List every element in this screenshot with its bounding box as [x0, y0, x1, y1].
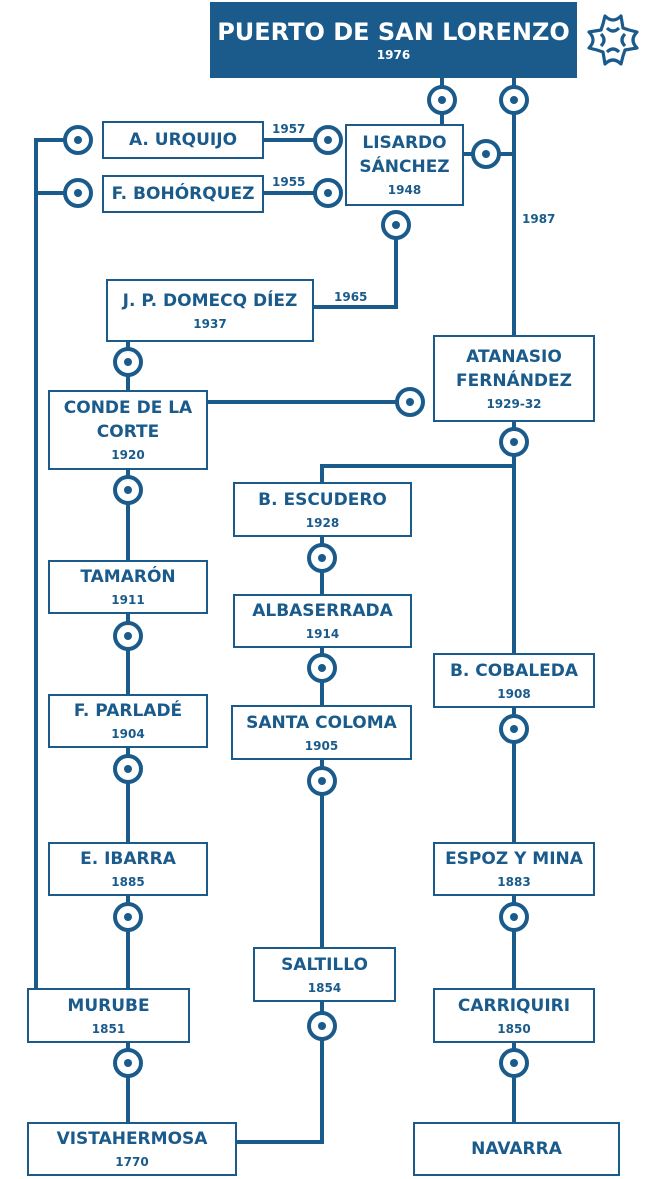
- cross-emblem-icon: [587, 14, 639, 66]
- node-carriquiri: CARRIQUIRI 1850: [433, 988, 595, 1043]
- node-conde: CONDE DE LA CORTE 1920: [48, 390, 208, 470]
- diagram-title-year: 1976: [376, 48, 411, 62]
- link-year-1987: 1987: [520, 212, 558, 226]
- node-espoz: ESPOZ Y MINA 1883: [433, 842, 595, 896]
- node-year: 1911: [111, 593, 145, 607]
- node-coloma: SANTA COLOMA 1905: [231, 705, 412, 760]
- node-year: 1850: [497, 1021, 531, 1036]
- node-year: 1937: [193, 316, 227, 331]
- node-ibarra: E. IBARRA 1885: [48, 842, 208, 896]
- node-year: 1854: [307, 980, 342, 995]
- node-year: 1904: [111, 727, 145, 741]
- node-name: J. P. DOMECQ DÍEZ: [122, 290, 298, 311]
- node-year: 1929-32: [486, 396, 542, 411]
- node-year: 1914: [305, 627, 340, 641]
- node-name: ATANASIO FERNÁNDEZ: [456, 346, 572, 391]
- node-name: SALTILLO: [281, 954, 368, 975]
- diagram-title: PUERTO DE SAN LORENZO: [217, 18, 570, 46]
- node-name: ALBASERRADA: [252, 601, 393, 621]
- node-name: ESPOZ Y MINA: [445, 849, 583, 869]
- node-cobaleda: B. COBALEDA 1908: [433, 653, 595, 708]
- node-domecq: J. P. DOMECQ DÍEZ 1937: [106, 279, 314, 342]
- node-murube: MURUBE 1851: [27, 988, 190, 1043]
- node-name: B. COBALEDA: [449, 660, 579, 681]
- node-bohorquez: F. BOHÓRQUEZ: [102, 175, 264, 213]
- node-year: 1908: [497, 686, 531, 701]
- node-name: LISARDO SÁNCHEZ: [359, 133, 450, 177]
- node-year: 1920: [111, 448, 145, 462]
- link-year-bohorquez: 1955: [270, 175, 308, 189]
- node-name: A. URQUIJO: [128, 130, 238, 150]
- link-lisardo-domecq: [312, 223, 398, 309]
- node-albaserrada: ALBASERRADA 1914: [233, 594, 412, 648]
- node-navarra: NAVARRA: [413, 1122, 620, 1176]
- node-name: NAVARRA: [471, 1139, 562, 1159]
- node-name: CONDE DE LA CORTE: [63, 398, 193, 442]
- node-escudero: B. ESCUDERO 1928: [233, 482, 412, 537]
- link-split-escudero: [320, 464, 516, 484]
- node-name: TAMARÓN: [80, 567, 176, 587]
- node-name: E. IBARRA: [80, 849, 176, 869]
- title-banner: PUERTO DE SAN LORENZO 1976: [210, 2, 577, 78]
- node-tamaron: TAMARÓN 1911: [48, 560, 208, 614]
- node-year: 1851: [91, 1021, 126, 1036]
- node-parlade: F. PARLADÉ 1904: [48, 694, 208, 748]
- node-name: SANTA COLOMA: [246, 712, 397, 733]
- node-name: B. ESCUDERO: [258, 489, 387, 510]
- node-name: F. PARLADÉ: [73, 701, 183, 721]
- node-year: 1885: [111, 875, 145, 889]
- node-year: 1770: [115, 1155, 149, 1169]
- node-atanasio: ATANASIO FERNÁNDEZ 1929-32: [433, 335, 595, 422]
- node-year: 1883: [497, 875, 531, 889]
- link-saltillo-vistahermosa: [235, 1000, 324, 1144]
- link-year-urquijo: 1957: [270, 122, 308, 136]
- node-name: F. BOHÓRQUEZ: [111, 184, 255, 204]
- link-year-domecq: 1965: [332, 290, 370, 304]
- node-saltillo: SALTILLO 1854: [253, 947, 396, 1002]
- node-year: 1928: [305, 515, 340, 530]
- node-lisardo: LISARDO SÁNCHEZ 1948: [345, 124, 464, 206]
- node-name: MURUBE: [67, 995, 150, 1016]
- node-name: VISTAHERMOSA: [56, 1129, 208, 1149]
- node-year: 1905: [304, 738, 339, 753]
- node-urquijo: A. URQUIJO: [102, 121, 264, 159]
- node-name: CARRIQUIRI: [457, 995, 571, 1016]
- node-year: 1948: [387, 183, 422, 197]
- node-vistahermosa: VISTAHERMOSA 1770: [27, 1122, 237, 1176]
